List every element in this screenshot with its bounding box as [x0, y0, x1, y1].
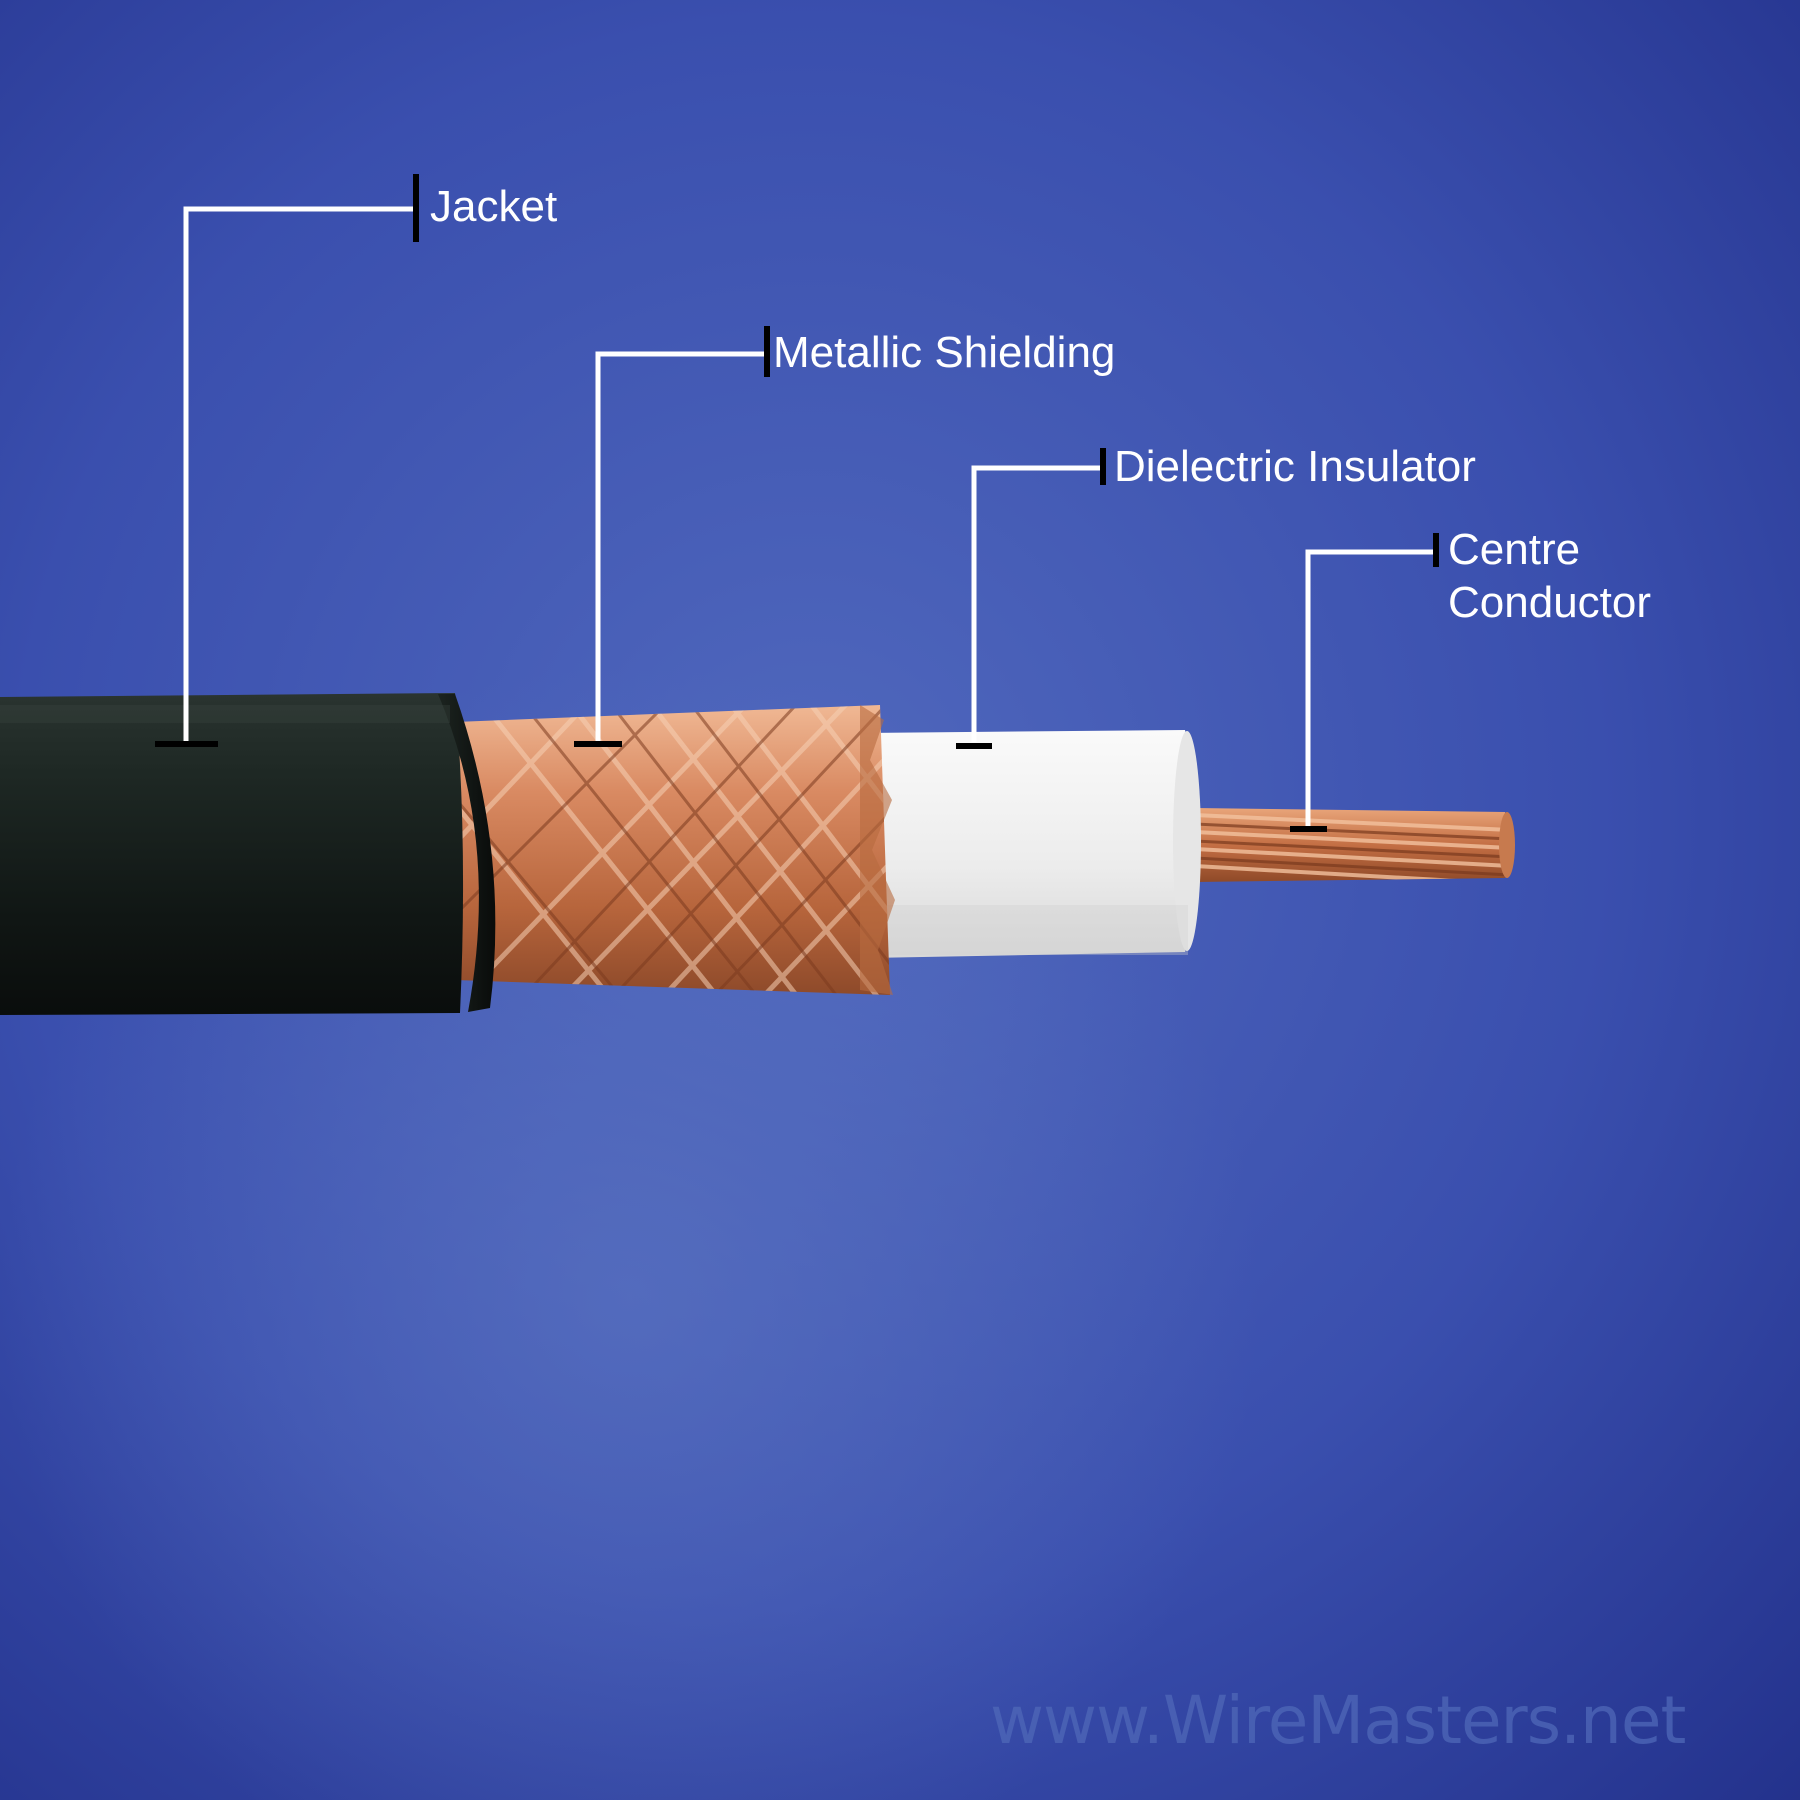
watermark-text: www.WireMasters.net: [990, 1682, 1686, 1759]
outer-jacket: [0, 693, 496, 1015]
conductor-leader: [1305, 549, 1434, 826]
centre-conductor-label-line2: Conductor: [1448, 578, 1652, 627]
leader-lines: [183, 206, 1434, 826]
centre-conductor-label-line1: Centre: [1448, 525, 1581, 574]
centre-conductor: [1195, 808, 1515, 882]
shielding-leader: [595, 351, 765, 742]
metallic-shielding: [455, 705, 895, 995]
dielectric-insulator-label: Dielectric Insulator: [1114, 442, 1476, 491]
dielectric-insulator: [860, 730, 1201, 958]
jacket-label: Jacket: [430, 182, 558, 231]
dielectric-leader: [971, 465, 1101, 742]
leader-ticks: [155, 174, 1439, 832]
jacket-leader: [183, 206, 413, 742]
metallic-shielding-label: Metallic Shielding: [773, 328, 1116, 377]
